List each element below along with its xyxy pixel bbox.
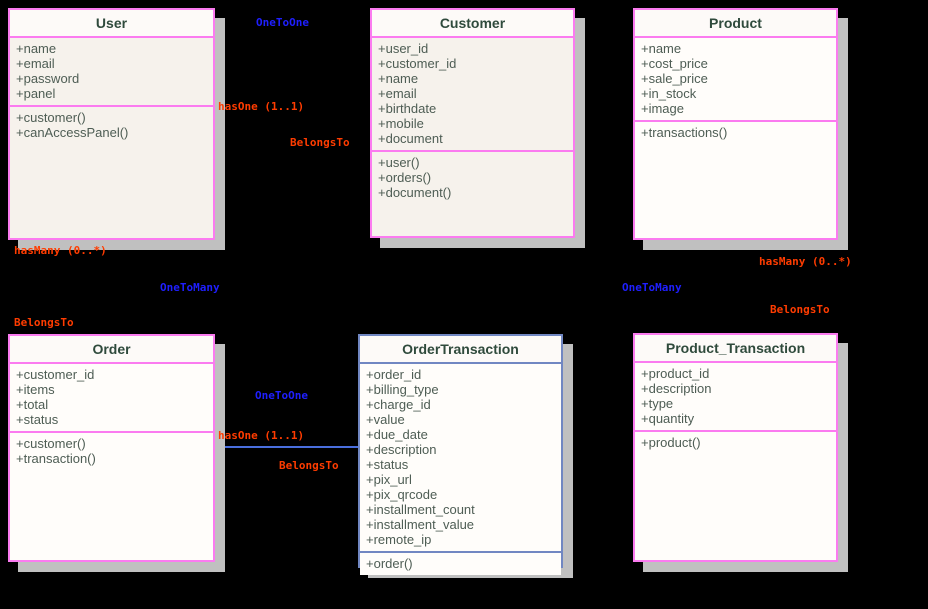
class-member: +name xyxy=(378,71,419,86)
class-box-product-transaction[interactable]: Product_Transaction +product_id+descript… xyxy=(633,333,838,562)
class-member: +canAccessPanel() xyxy=(16,125,129,140)
relationship-label-order-transaction-onetoone: OneToOne xyxy=(255,389,308,402)
class-title: OrderTransaction xyxy=(360,336,561,362)
class-member: +status xyxy=(366,457,409,472)
class-member: +cost_price xyxy=(641,56,708,71)
class-member: +due_date xyxy=(366,427,428,442)
class-member: +type xyxy=(641,396,674,411)
class-attributes: +user_id+customer_id+name+email+birthdat… xyxy=(372,36,573,150)
user-customer-arrowhead-left-icon xyxy=(214,116,225,126)
class-methods: +transactions() xyxy=(635,120,836,238)
relationship-label-product-onetomany: OneToMany xyxy=(622,281,682,294)
class-member: +name xyxy=(641,41,682,56)
class-member: +customer() xyxy=(16,436,86,451)
class-member: +order_id xyxy=(366,367,422,382)
class-member: +password xyxy=(16,71,80,86)
class-title: User xyxy=(10,10,213,36)
class-member: +in_stock xyxy=(641,86,697,101)
class-box-user[interactable]: User +name+email+password+panel +custome… xyxy=(8,8,215,240)
class-member: +installment_count xyxy=(366,502,475,517)
class-member: +customer() xyxy=(16,110,86,125)
relationship-label-user-order-belongsto: BelongsTo xyxy=(14,316,74,329)
class-member: +name xyxy=(16,41,57,56)
class-member: +order() xyxy=(366,556,413,571)
class-methods: +user()+orders()+document() xyxy=(372,150,573,236)
class-member: +installment_value xyxy=(366,517,475,532)
class-title: Product xyxy=(635,10,836,36)
class-box-order-transaction[interactable]: OrderTransaction +order_id+billing_type+… xyxy=(358,334,563,575)
class-member: +billing_type xyxy=(366,382,439,397)
class-methods: +customer()+transaction() xyxy=(10,431,213,560)
class-member: +image xyxy=(641,101,684,116)
class-member: +product() xyxy=(641,435,701,450)
class-member: +customer_id xyxy=(16,367,95,382)
class-methods: +customer()+canAccessPanel() xyxy=(10,105,213,238)
class-member: +orders() xyxy=(378,170,432,185)
class-member: +email xyxy=(378,86,417,101)
class-methods: +order() xyxy=(360,551,561,575)
class-member: +total xyxy=(16,397,49,412)
class-member: +value xyxy=(366,412,405,427)
class-member: +panel xyxy=(16,86,56,101)
class-member: +quantity xyxy=(641,411,695,426)
class-member: +description xyxy=(641,381,712,396)
class-member: +document() xyxy=(378,185,452,200)
class-member: +status xyxy=(16,412,59,427)
class-title: Product_Transaction xyxy=(635,335,836,361)
class-attributes: +product_id+description+type+quantity xyxy=(635,361,836,430)
class-member: +user() xyxy=(378,155,420,170)
class-attributes: +name+cost_price+sale_price+in_stock+ima… xyxy=(635,36,836,120)
class-member: +transactions() xyxy=(641,125,728,140)
class-member: +remote_ip xyxy=(366,532,432,547)
class-attributes: +order_id+billing_type+charge_id+value+d… xyxy=(360,362,561,551)
class-box-customer[interactable]: Customer +user_id+customer_id+name+email… xyxy=(370,8,575,238)
class-attributes: +customer_id+items+total+status xyxy=(10,362,213,431)
class-attributes: +name+email+password+panel xyxy=(10,36,213,105)
class-title: Order xyxy=(10,336,213,362)
class-member: +document xyxy=(378,131,443,146)
class-member: +customer_id xyxy=(378,56,457,71)
class-member: +product_id xyxy=(641,366,710,381)
relationship-label-product-belongsto: BelongsTo xyxy=(770,303,830,316)
class-member: +items xyxy=(16,382,55,397)
class-member: +pix_url xyxy=(366,472,412,487)
relationship-label-user-order-onetomany: OneToMany xyxy=(160,281,220,294)
relationship-label-user-order-hasmany: hasMany (0..*) xyxy=(14,244,107,257)
class-member: +mobile xyxy=(378,116,424,131)
relationship-label-order-transaction-hasone: hasOne (1..1) xyxy=(218,429,305,442)
class-member: +transaction() xyxy=(16,451,96,466)
relationship-label-user-customer-belongsto: BelongsTo xyxy=(290,136,350,149)
class-member: +description xyxy=(366,442,437,457)
class-member: +birthdate xyxy=(378,101,437,116)
class-member: +pix_qrcode xyxy=(366,487,438,502)
class-member: +email xyxy=(16,56,55,71)
class-methods: +product() xyxy=(635,430,836,560)
class-title: Customer xyxy=(372,10,573,36)
relationship-label-product-hasmany: hasMany (0..*) xyxy=(759,255,852,268)
class-member: +sale_price xyxy=(641,71,708,86)
class-box-order[interactable]: Order +customer_id+items+total+status +c… xyxy=(8,334,215,562)
relationship-label-order-transaction-belongsto: BelongsTo xyxy=(279,459,339,472)
relationship-label-user-customer-onetoone: OneToOne xyxy=(256,16,309,29)
class-member: +user_id xyxy=(378,41,429,56)
relationship-label-user-customer-hasone: hasOne (1..1) xyxy=(218,100,305,113)
class-member: +charge_id xyxy=(366,397,431,412)
class-box-product[interactable]: Product +name+cost_price+sale_price+in_s… xyxy=(633,8,838,240)
